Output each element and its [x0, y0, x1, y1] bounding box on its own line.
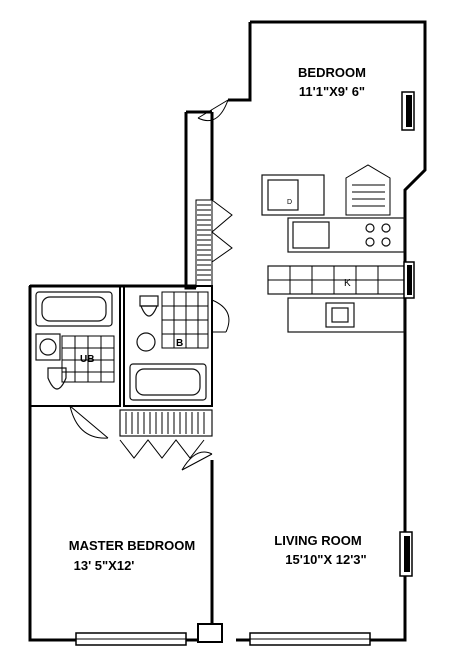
bedroom-door — [197, 99, 229, 122]
bath2-label: B — [176, 338, 183, 349]
living-room-dims: 15'10"X 12'3" — [285, 552, 366, 567]
bathroom-2: B — [123, 285, 230, 407]
hall-closet — [119, 409, 213, 459]
living-window — [399, 531, 413, 577]
bathroom-1: UB — [29, 285, 121, 439]
kitchen-label: K — [344, 278, 351, 289]
living-room-name: LIVING ROOM — [274, 533, 361, 548]
kitchen: K D — [261, 164, 415, 333]
master-door — [181, 451, 213, 471]
bath1-label: UB — [80, 354, 94, 365]
dw-label: D — [287, 199, 292, 206]
master-bedroom-name: MASTER BEDROOM — [69, 538, 195, 553]
bedroom-window — [401, 91, 415, 131]
master-bedroom-dims: 13' 5"X12' — [74, 558, 135, 573]
closet-shelving — [195, 199, 213, 287]
bedroom-dims: 11'1"X9' 6" — [299, 84, 365, 99]
bottom-windows — [75, 623, 371, 646]
bedroom-name: BEDROOM — [298, 65, 366, 80]
